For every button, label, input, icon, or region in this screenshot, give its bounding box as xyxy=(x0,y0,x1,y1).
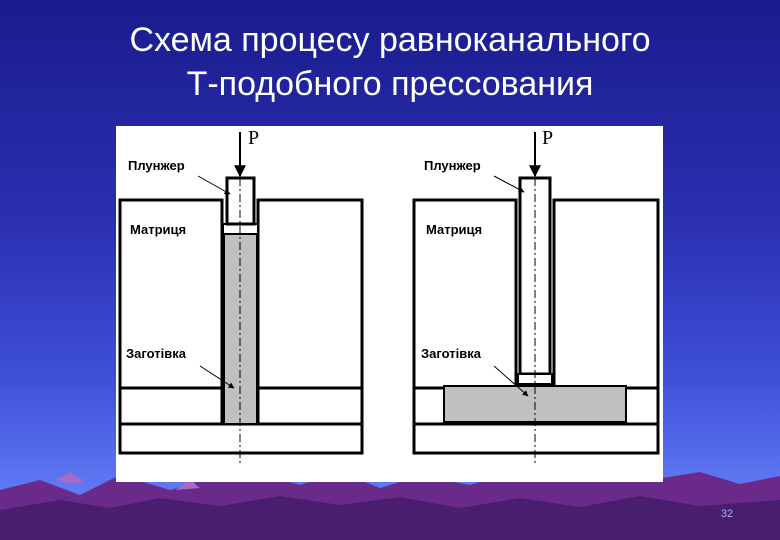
left-scheme: P Плунжер Матриця Заготівка xyxy=(118,127,364,466)
ecap-diagram: P Плунжер Матриця Заготівка xyxy=(116,126,663,482)
title-line-1: Схема процесу равноканального xyxy=(129,21,651,59)
right-force-label: P xyxy=(542,127,553,149)
right-plunger-leader xyxy=(493,175,525,193)
slide-title: Схема процесу равноканального Т-подобног… xyxy=(0,18,780,106)
right-billet-leader xyxy=(493,365,529,397)
right-billet-label: Заготівка xyxy=(421,346,482,361)
page-number: 32 xyxy=(720,508,734,520)
left-plunger-leader xyxy=(197,175,231,195)
left-lower-plate-right xyxy=(256,386,364,426)
diagram-canvas: P Плунжер Матриця Заготівка xyxy=(118,127,660,466)
left-die-label: Матриця xyxy=(130,222,186,237)
right-scheme: P Плунжер Матриця Заготівка xyxy=(412,127,660,466)
left-billet-leader xyxy=(199,365,235,389)
left-base-plate xyxy=(118,422,364,455)
right-base-plate xyxy=(412,422,660,455)
left-billet-label: Заготівка xyxy=(126,346,187,361)
right-die-right-block xyxy=(552,198,660,390)
left-die-right-block xyxy=(256,198,364,390)
left-plunger-label: Плунжер xyxy=(128,158,185,173)
left-lower-plate-left xyxy=(118,386,224,426)
title-line-2: Т-подобного прессования xyxy=(186,65,594,103)
right-die-label: Матриця xyxy=(426,222,482,237)
left-force-label: P xyxy=(248,127,259,149)
mountain-backdrop xyxy=(0,460,780,540)
right-plunger-label: Плунжер xyxy=(424,158,481,173)
